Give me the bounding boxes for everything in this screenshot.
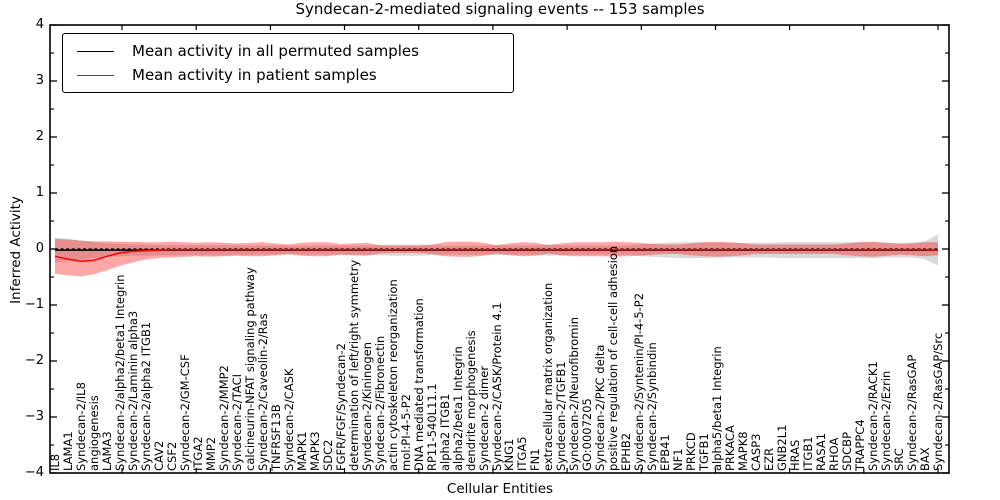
legend-line-sample-red bbox=[77, 74, 114, 76]
x-tick-label: Syndecan-2/TACI bbox=[229, 374, 244, 471]
x-tick-label: Syndecan-2/MMP2 bbox=[216, 365, 231, 471]
x-tick-label: MMP2 bbox=[203, 436, 218, 471]
x-tick-label: positive regulation of cell-cell adhesio… bbox=[606, 245, 621, 471]
x-tick-label: alpha2 ITGB1 bbox=[437, 393, 452, 471]
x-tick-label: TNFRSF13B bbox=[268, 404, 283, 471]
x-tick-label: Syndecan-2/RACK1 bbox=[866, 361, 881, 471]
x-tick-label: dendrite morphogenesis bbox=[463, 330, 478, 471]
x-tick-label: LAMA3 bbox=[99, 431, 114, 471]
x-tick-label: TGFB1 bbox=[697, 433, 712, 471]
x-tick-label: FGFR/FGF/Syndecan-2 bbox=[333, 343, 348, 471]
x-tick-label: RP11-540L11.1 bbox=[424, 383, 439, 471]
x-tick-label: Syndecan-2/Laminin alpha3 bbox=[125, 310, 140, 471]
x-tick-label: ITGA5 bbox=[515, 436, 530, 471]
x-tick-label: LAMA1 bbox=[60, 431, 75, 471]
x-tick-label: SRC bbox=[892, 448, 907, 471]
x-tick-label: HRAS bbox=[788, 439, 803, 471]
x-tick-label: MAPK3 bbox=[307, 431, 322, 471]
x-tick-label: CASP3 bbox=[749, 433, 764, 471]
x-tick-label: SDCBP bbox=[840, 431, 855, 471]
x-tick-label: extracellular matrix organization bbox=[541, 282, 556, 471]
x-tick-label: Syndecan-2/RasGAP bbox=[905, 354, 920, 471]
x-tick-label: CAV2 bbox=[151, 440, 166, 471]
x-tick-label: NF1 bbox=[671, 448, 686, 471]
legend-label-permuted: Mean activity in all permuted samples bbox=[132, 42, 419, 60]
x-tick-label: Syndecan-2/RasGAP/Src bbox=[931, 332, 945, 471]
x-tick-label: Syndecan-2/Fibronectin bbox=[372, 335, 387, 471]
x-tick-label: BAX bbox=[918, 447, 932, 471]
legend-item-patient: Mean activity in patient samples bbox=[77, 66, 513, 84]
x-tick-label: Syndecan-2/GM-CSF bbox=[177, 354, 192, 471]
x-tick-label: Syndecan-2/Ezrin bbox=[879, 370, 894, 471]
x-tick-label: Syndecan-2/PKC delta bbox=[593, 344, 608, 471]
y-tick-label: −4 bbox=[24, 465, 44, 480]
x-tick-label: Syndecan-2/Kininogen bbox=[359, 342, 374, 471]
y-tick-label: 2 bbox=[35, 129, 44, 144]
x-tick-label: EPB41 bbox=[658, 434, 673, 471]
x-tick-label: Syndecan-2/alpha2/beta1 Integrin bbox=[112, 274, 127, 471]
x-tick-label: Syndecan-2/Syntenin/PI-4-5-P2 bbox=[632, 292, 647, 471]
x-axis-label: Cellular Entities bbox=[446, 481, 554, 497]
x-tick-label: Syndecan-2/alpha2 ITGB1 bbox=[138, 321, 153, 471]
x-tick-label: KNG1 bbox=[502, 438, 517, 471]
x-tick-label: determination of left/right symmetry bbox=[346, 259, 361, 471]
x-tick-label: Syndecan-2/Neurofibromin bbox=[567, 317, 582, 471]
x-tick-label: EZR bbox=[762, 447, 777, 471]
x-tick-label: mol:PI-4-5-P2 bbox=[398, 394, 413, 471]
y-tick-label: 0 bbox=[35, 241, 44, 256]
y-tick-label: −2 bbox=[24, 353, 44, 368]
x-tick-label: TRAPPC4 bbox=[853, 419, 868, 471]
x-tick-label: DNA mediated transformation bbox=[411, 298, 426, 471]
x-tick-label: EPHB2 bbox=[619, 432, 634, 471]
x-tick-label: Syndecan-2/IL8 bbox=[73, 382, 88, 471]
x-tick-label: RASA1 bbox=[814, 432, 829, 471]
legend-item-permuted: Mean activity in all permuted samples bbox=[77, 42, 513, 60]
x-tick-label: Syndecan-2/CASK/Protein 4.1 bbox=[489, 302, 504, 471]
y-tick-label: −1 bbox=[24, 297, 44, 312]
y-tick-label: 3 bbox=[35, 73, 44, 88]
y-tick-label: −3 bbox=[24, 409, 44, 424]
x-tick-label: Syndecan-2/Synbindin bbox=[645, 342, 660, 471]
x-tick-label: alpha5/beta1 Integrin bbox=[710, 346, 725, 471]
x-tick-label: GO:0007205 bbox=[580, 398, 595, 471]
x-tick-label: angiogenesis bbox=[86, 395, 101, 471]
legend-label-patient: Mean activity in patient samples bbox=[132, 66, 377, 84]
y-tick-label: 1 bbox=[35, 185, 44, 200]
x-tick-label: GNB2L1 bbox=[775, 424, 790, 471]
x-tick-label: CSF2 bbox=[164, 441, 179, 471]
x-tick-label: actin cytoskeleton reorganization bbox=[385, 279, 400, 471]
x-tick-label: IL8 bbox=[48, 453, 62, 471]
y-tick-label: 4 bbox=[35, 17, 44, 32]
legend-line-sample-black bbox=[77, 50, 114, 52]
x-tick-label: MAPK1 bbox=[294, 431, 309, 471]
x-tick-label: ITGA2 bbox=[190, 436, 205, 471]
x-tick-label: alpha2/beta1 Integrin bbox=[450, 346, 465, 471]
x-tick-label: Syndecan-2/TGFB1 bbox=[554, 361, 569, 471]
x-tick-label: SDC2 bbox=[320, 439, 335, 471]
x-tick-label: PRKACA bbox=[723, 425, 738, 471]
x-tick-label: PRKCD bbox=[684, 432, 699, 471]
x-tick-label: Syndecan-2/Caveolin-2/Ras bbox=[255, 313, 270, 471]
x-tick-label: MAPK8 bbox=[736, 431, 751, 471]
chart-title: Syndecan-2-mediated signaling events -- … bbox=[295, 0, 705, 18]
x-tick-label: Syndecan-2 dimer bbox=[476, 365, 491, 471]
x-tick-label: RHOA bbox=[827, 437, 842, 471]
x-tick-label: Syndecan-2/CASK bbox=[281, 368, 296, 471]
x-tick-label: FN1 bbox=[528, 448, 543, 471]
x-tick-label: ITGB1 bbox=[801, 436, 816, 471]
x-tick-label: calcineurin-NFAT signaling pathway bbox=[242, 267, 257, 471]
legend: Mean activity in all permuted samples Me… bbox=[62, 33, 514, 93]
